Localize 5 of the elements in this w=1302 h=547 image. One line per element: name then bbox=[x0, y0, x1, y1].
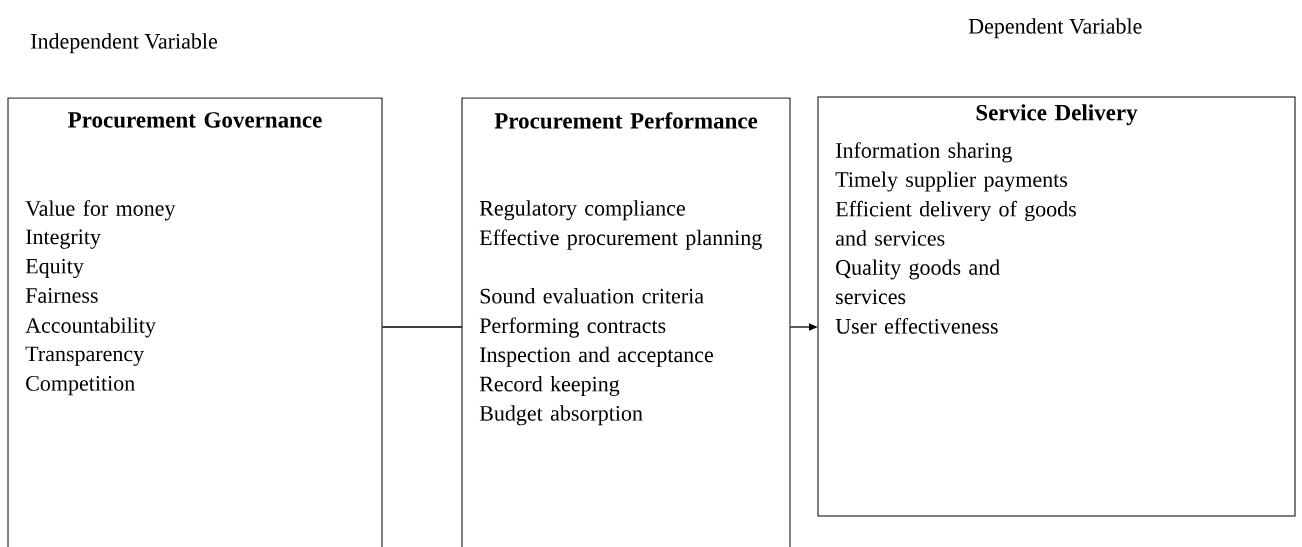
variable-label: Independent Variable bbox=[31, 33, 217, 54]
text-box: Procurement Governance Value for money Integrity Equity Fairness Accountability Transparency Competition bbox=[7, 97, 383, 547]
text-box: Service Delivery Information sharing Timely supplier payments Efficient delivery of goods and services Quality goods and services User effectiveness bbox=[817, 96, 1296, 517]
variable-label: Dependent Variable bbox=[968, 18, 1142, 39]
text-box: Procurement Performance Regulatory compliance Effective procurement planning Sound evaluation criteria Performing contracts Inspection and acceptance Record keeping Budget absorption bbox=[461, 97, 791, 547]
